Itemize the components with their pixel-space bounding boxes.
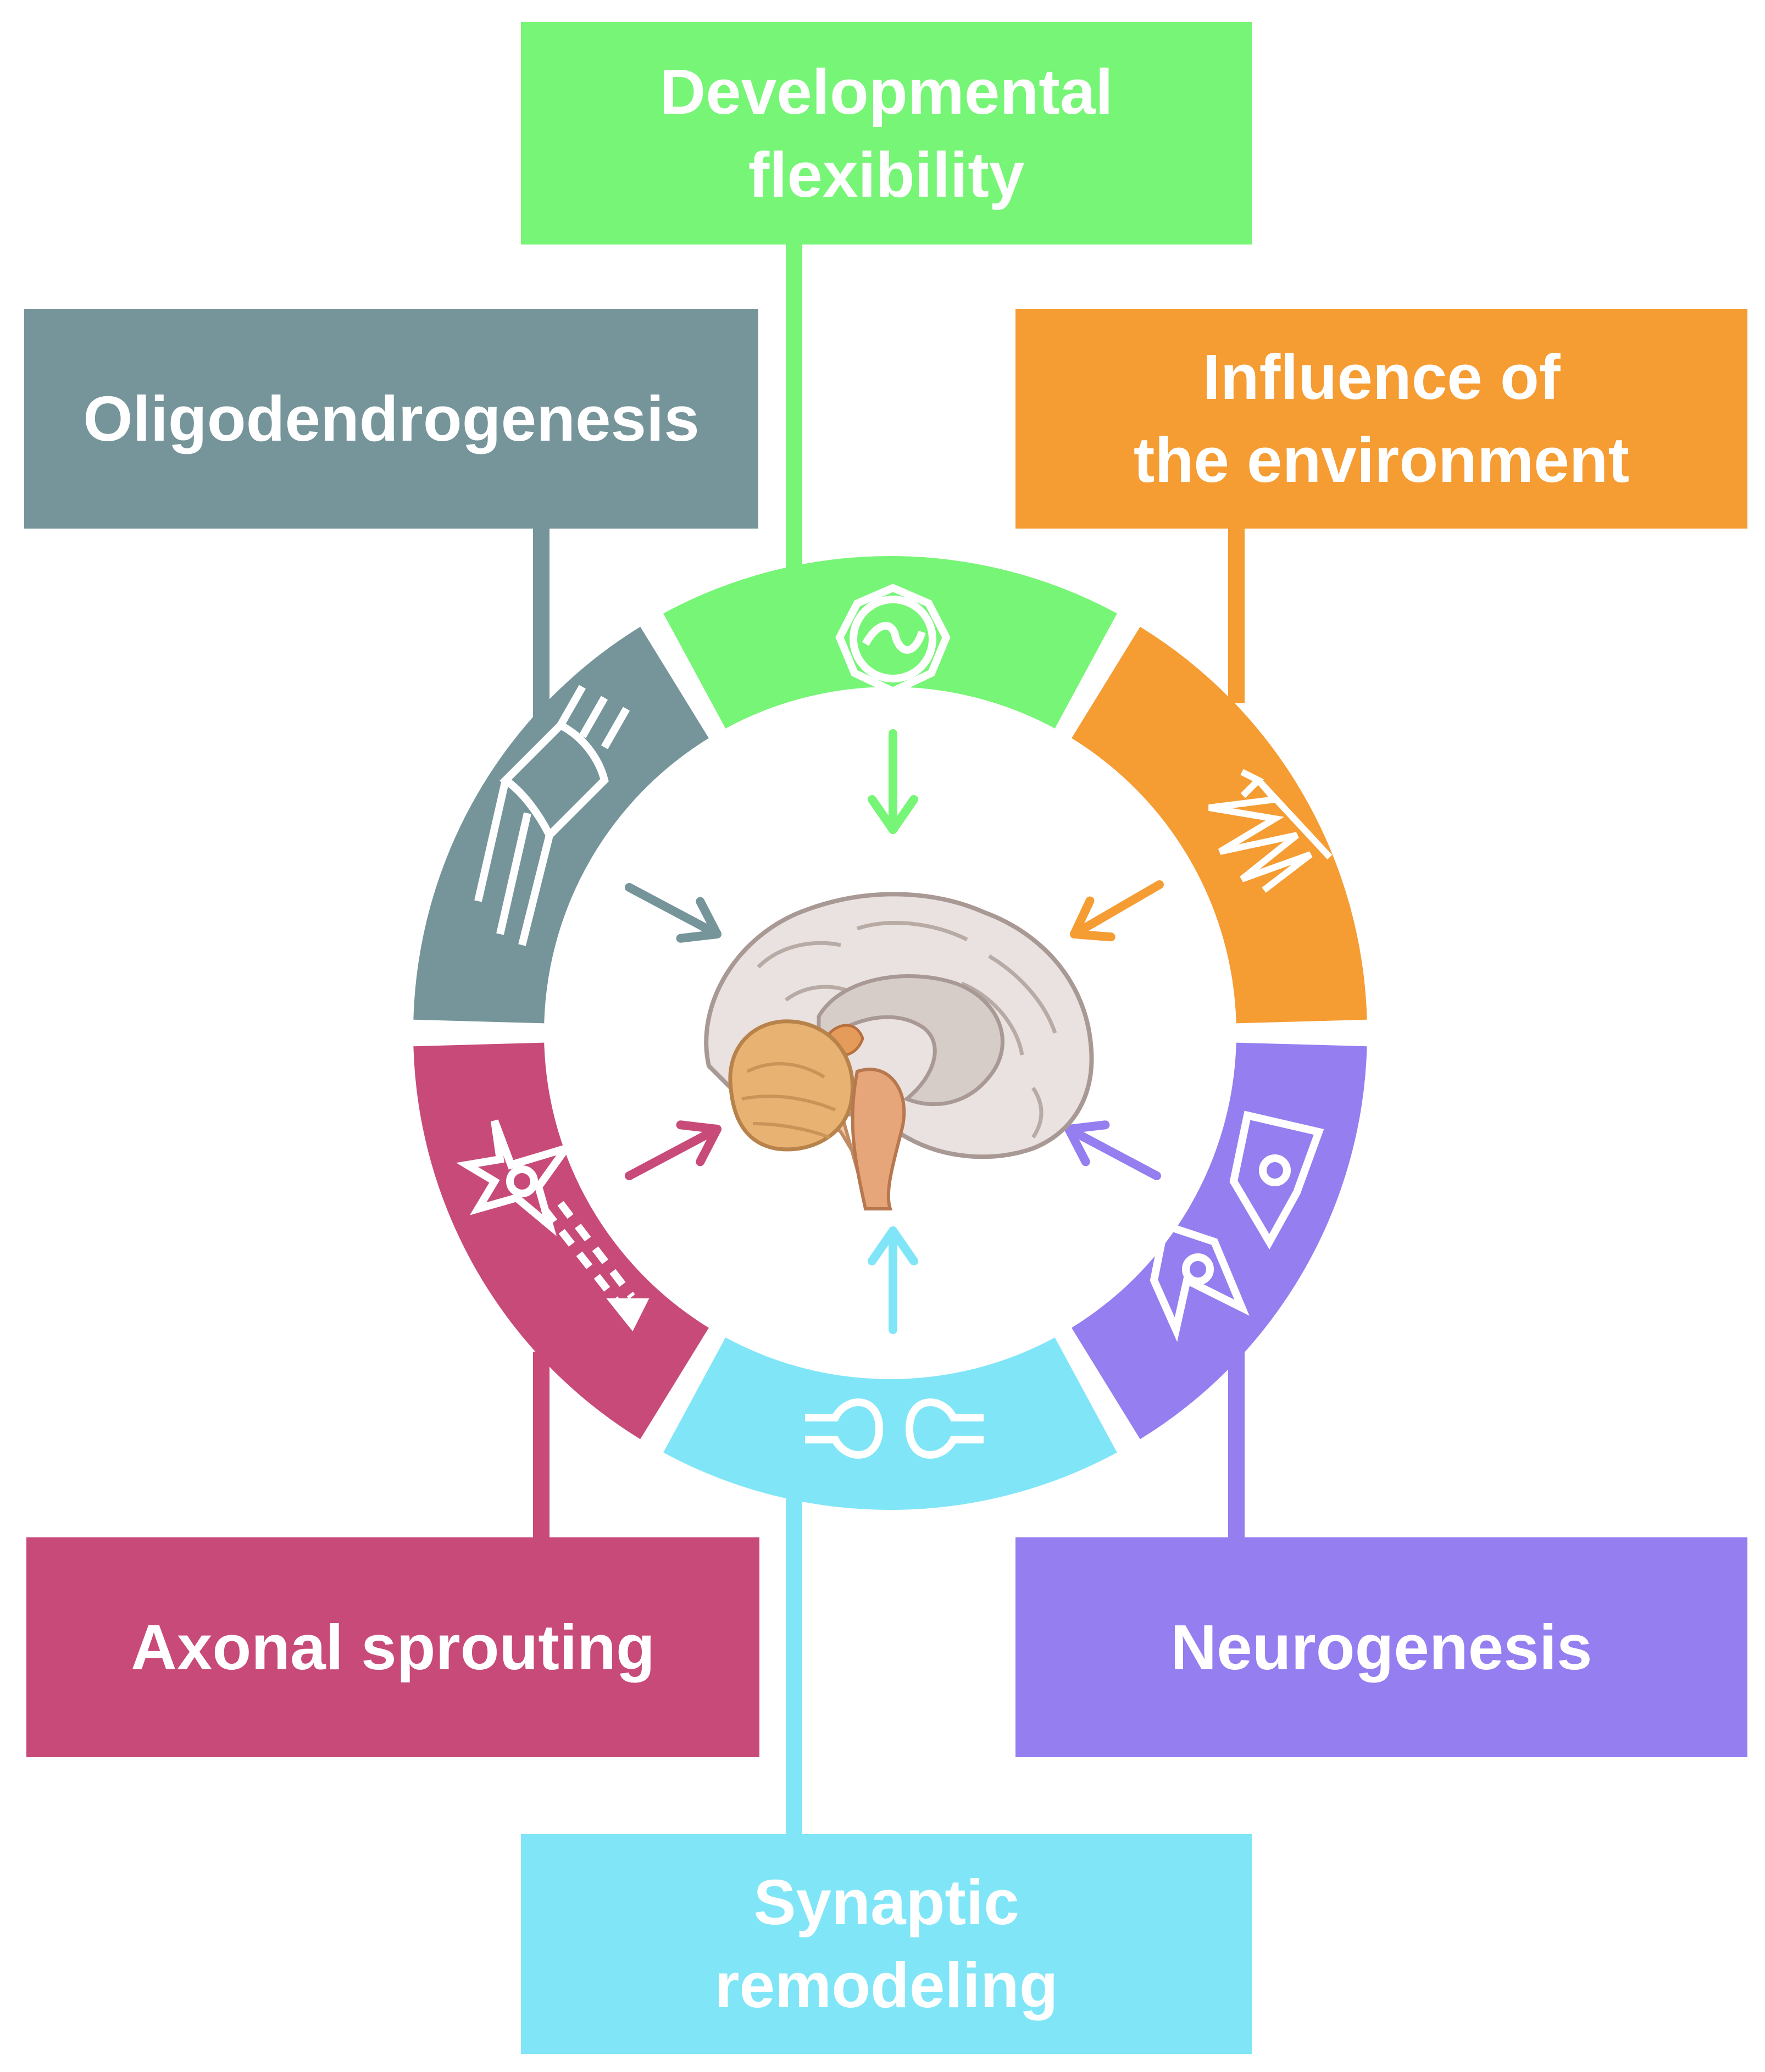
ring-segment-axonal [413,1042,709,1440]
wave-circle-icon [835,584,951,696]
label-influence-of-environment: Influence of the environment [1133,341,1630,496]
arrow-shaft-axonal [625,1125,721,1180]
myelin-sheath-icon [474,685,630,946]
box-neurogenesis: Neurogenesis [1015,1537,1747,1757]
label-developmental-flexibility: Developmental flexibility [659,55,1113,210]
ring-segment-environment [1072,626,1367,1024]
ring-segment-developmental [663,556,1117,729]
arrow-shaft-environment [1070,880,1164,938]
box-synaptic-remodeling: Synaptic remodeling [521,1834,1252,2054]
ring-segment-neurogenesis [1072,1042,1367,1440]
arrow-shaft-neurogenesis [1064,1125,1161,1180]
arrow-head-developmental [868,795,918,834]
arrow-head-environment [1070,896,1115,942]
brain-icon [704,892,1094,1210]
sprouting-neuron-icon [456,1119,650,1331]
arrow-head-synaptic [868,1226,918,1265]
ring-segment-synaptic [663,1337,1117,1510]
arrow-head-oligo [676,897,721,943]
neurons-icon [1150,1110,1324,1342]
label-oligodendrogenesis: Oligodendrogenesis [83,382,700,454]
box-oligodendrogenesis: Oligodendrogenesis [24,309,758,529]
box-axonal-sprouting: Axonal sprouting [26,1537,759,1757]
inward-arrows [625,729,1164,1334]
arrow-shaft-oligo [625,883,721,938]
label-axonal-sprouting: Axonal sprouting [131,1611,655,1683]
box-influence-of-environment: Influence of the environment [1015,309,1747,529]
arrow-head-neurogenesis [1064,1120,1110,1166]
zigzag-arrow-icon [1208,769,1333,893]
box-developmental-flexibility: Developmental flexibility [521,22,1252,245]
label-synaptic-remodeling: Synaptic remodeling [714,1867,1058,2021]
synapse-icon [805,1398,984,1459]
label-neurogenesis: Neurogenesis [1170,1611,1592,1683]
arrow-head-axonal [676,1120,721,1166]
